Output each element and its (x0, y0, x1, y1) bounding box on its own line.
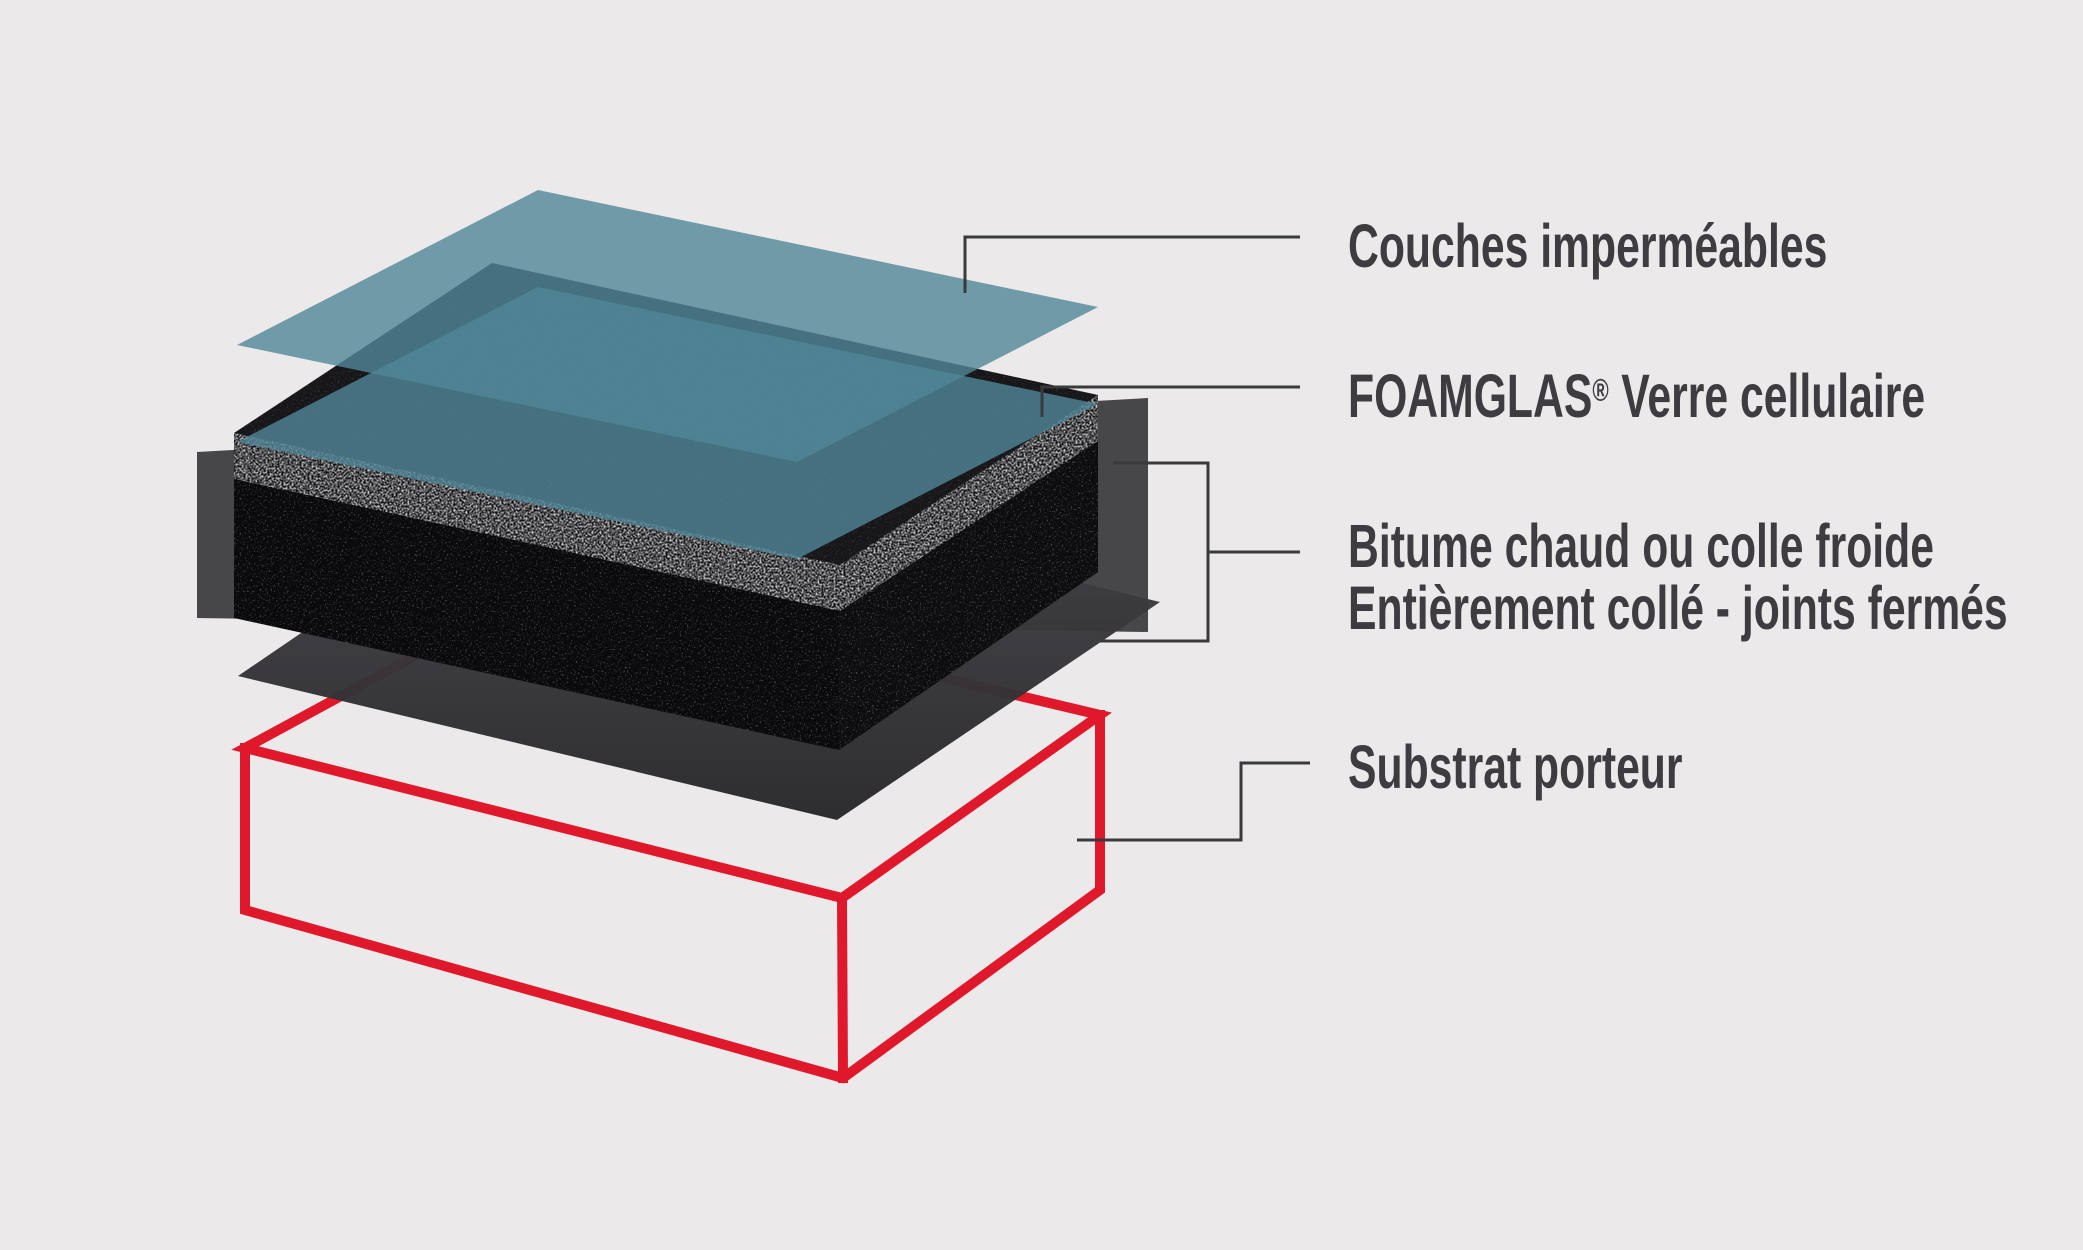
label-waterproof-text: Couches imperméables (1348, 212, 1828, 280)
foamglas-cut-edge-band-right-texture (840, 395, 1098, 611)
foamglas-block-right-face-texture (839, 395, 1098, 750)
foamglas-block-front-face-texture (234, 433, 840, 750)
leader-line-foamglas (1040, 385, 1300, 417)
leader-line-bitumen-bracket (1100, 461, 1300, 643)
label-load-bearing-substrate: Substrat porteur (1348, 736, 1683, 798)
label-foamglas-cellular-glass: FOAMGLAS® Verre cellulaire (1348, 359, 1925, 427)
waterproof-membrane-lower (237, 287, 1098, 559)
label-bitumen-adhesive: Bitume chaud ou colle froide Entièrement… (1348, 515, 2008, 639)
label-substrate-text: Substrat porteur (1348, 733, 1683, 801)
label-bitumen-line2: Entièrement collé - joints fermés (1348, 574, 2008, 642)
label-foamglas-rest: Verre cellulaire (1609, 361, 1926, 430)
label-waterproof-layers: Couches imperméables (1348, 215, 1827, 277)
label-foamglas-brand: FOAMGLAS (1348, 361, 1593, 430)
registered-trademark-symbol: ® (1592, 372, 1610, 408)
foamglas-cut-edge-band-left-texture (234, 433, 840, 611)
leader-line-waterproof (963, 235, 1300, 293)
leader-line-substrate (1077, 761, 1310, 842)
label-bitumen-line1: Bitume chaud ou colle froide (1348, 512, 1935, 580)
